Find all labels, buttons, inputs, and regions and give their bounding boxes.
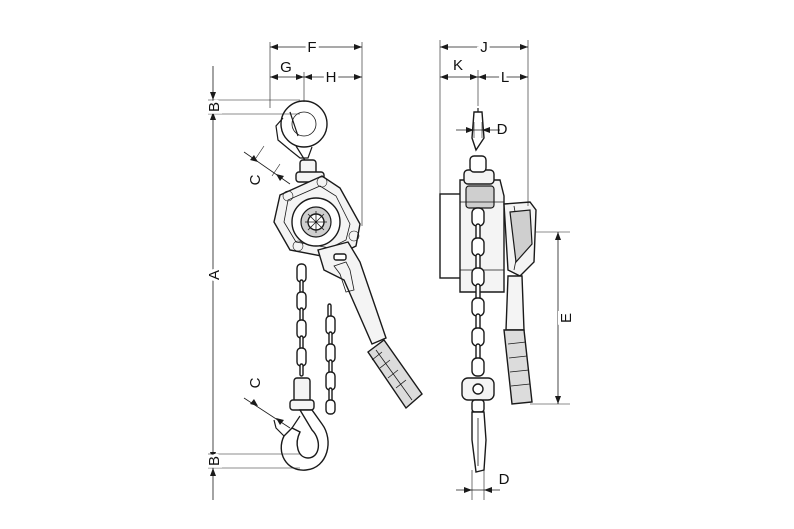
label-C-top: C <box>247 174 264 185</box>
label-D-bottom: D <box>499 471 510 488</box>
label-A: A <box>206 270 223 280</box>
lever-handle <box>317 241 423 410</box>
label-B-bottom: B <box>206 456 223 466</box>
label-L: L <box>501 69 509 86</box>
label-G: G <box>280 59 292 76</box>
front-view <box>273 100 423 471</box>
slack-chain <box>325 303 336 415</box>
label-H: H <box>326 69 337 86</box>
side-bottom-hook <box>471 411 487 473</box>
side-chain <box>471 207 485 377</box>
dimension-lines <box>208 40 570 500</box>
load-chain-left <box>296 263 307 377</box>
side-top-hook <box>471 108 485 152</box>
label-J: J <box>480 39 488 56</box>
gear-cover <box>291 197 341 247</box>
side-lever <box>503 201 537 405</box>
top-hook <box>275 100 328 163</box>
side-bottom-block <box>461 377 495 413</box>
bottom-block <box>289 377 315 411</box>
bottom-hook <box>273 409 329 471</box>
side-view <box>439 108 537 473</box>
label-K: K <box>453 57 463 74</box>
label-D-top: D <box>497 121 508 138</box>
dimension-labels: F G H B A B C C J K L D D E <box>203 36 578 488</box>
label-E: E <box>558 313 575 323</box>
side-housing <box>439 155 505 293</box>
label-B-top: B <box>206 102 223 112</box>
label-F: F <box>307 39 316 56</box>
label-C-bottom: C <box>247 377 264 388</box>
